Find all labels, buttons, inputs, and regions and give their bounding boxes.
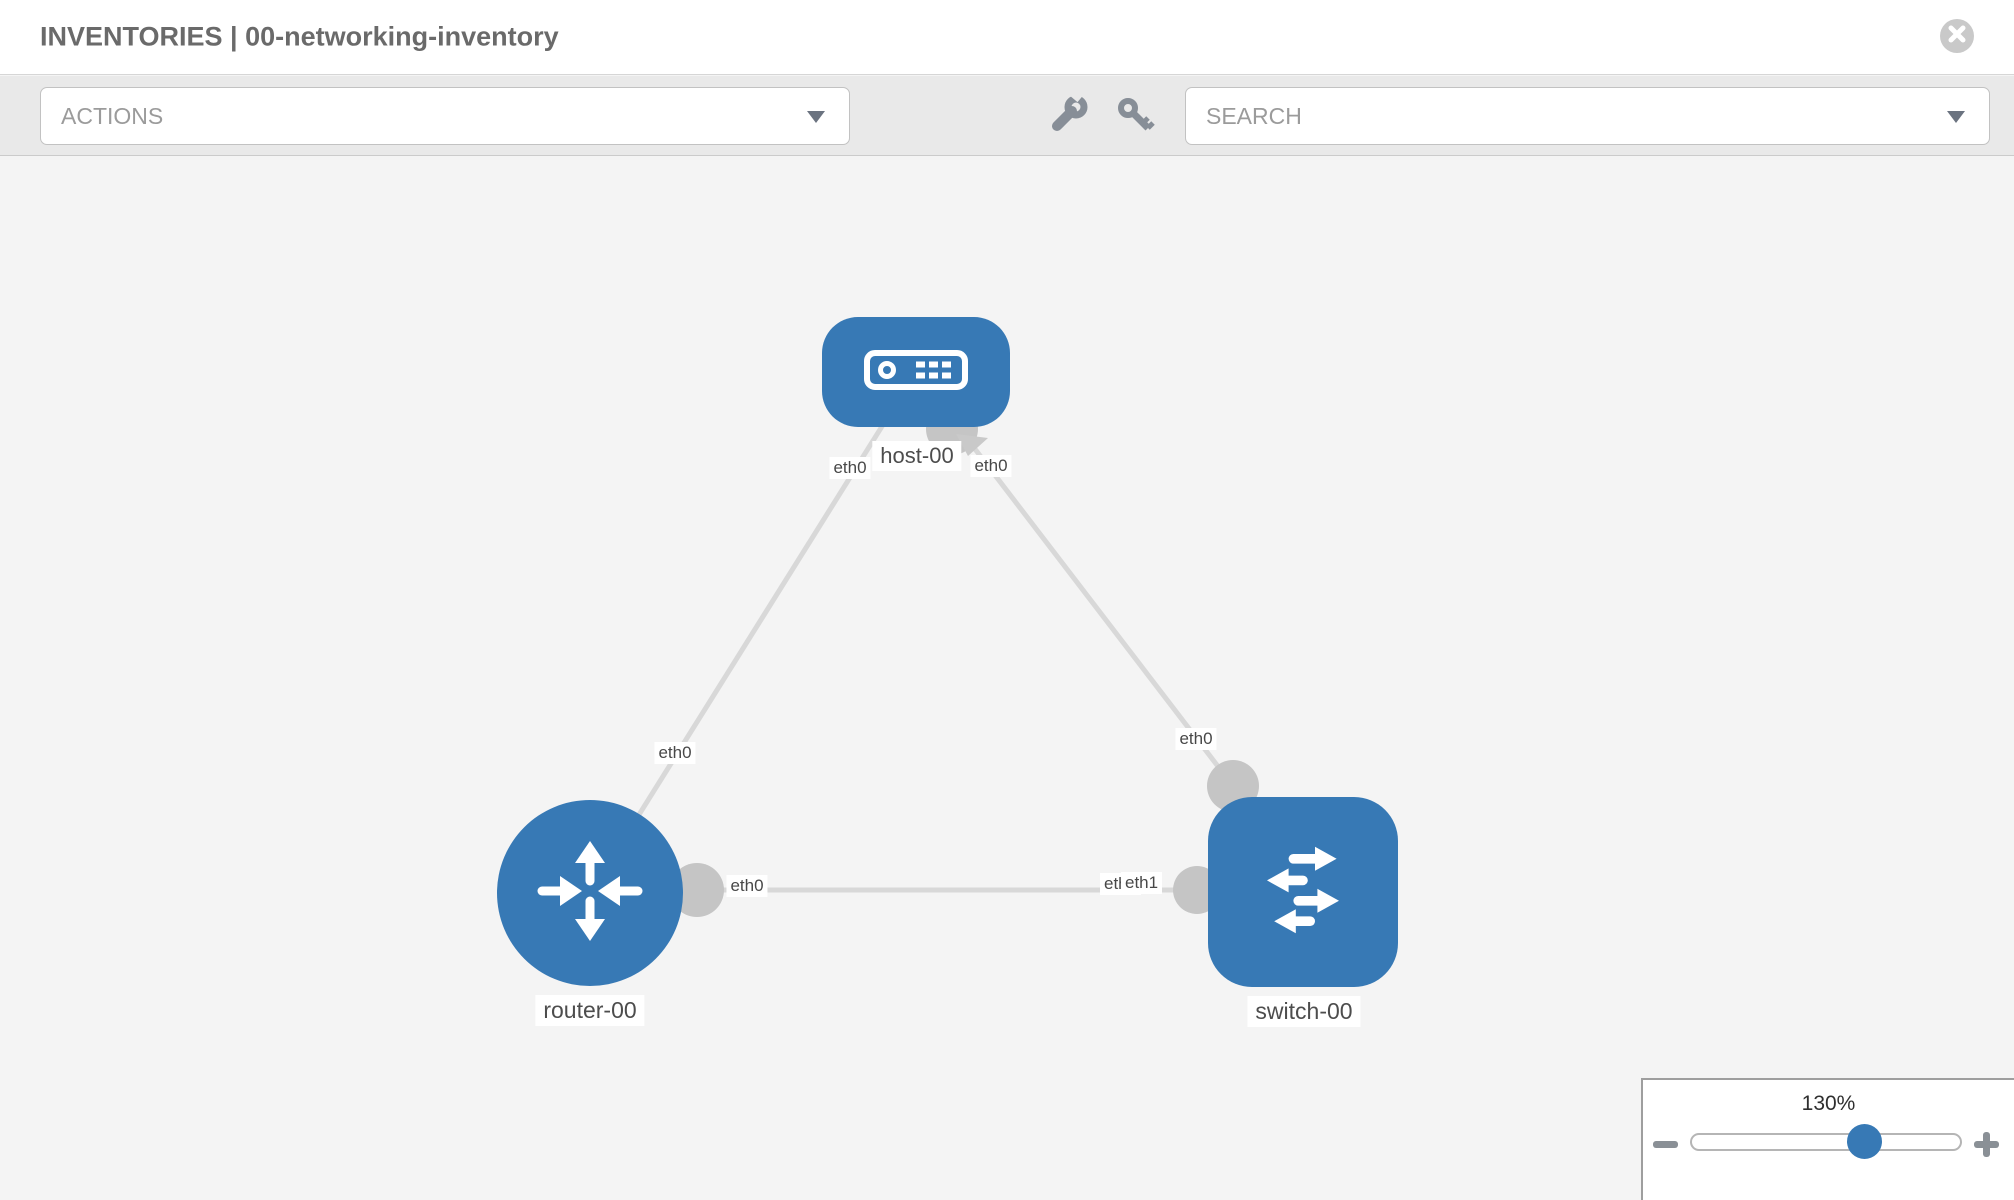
router-icon bbox=[530, 831, 650, 956]
search-dropdown[interactable]: SEARCH bbox=[1185, 87, 1990, 145]
interface-label-eth0: eth0 bbox=[654, 742, 696, 764]
search-dropdown-label: SEARCH bbox=[1206, 102, 1302, 129]
close-icon bbox=[1940, 17, 1974, 56]
switch-icon bbox=[1243, 830, 1363, 955]
interface-label-eth0: eth0 bbox=[1175, 728, 1217, 750]
connector-router-right bbox=[670, 863, 724, 917]
node-label-host-00: host-00 bbox=[872, 441, 962, 471]
zoom-level: 130% bbox=[1801, 1092, 1856, 1115]
chevron-down-icon bbox=[807, 111, 825, 123]
toolbar: ACTIONS SEARCH bbox=[0, 76, 2014, 156]
interface-label-eth0: eth0 bbox=[829, 457, 871, 479]
chevron-down-icon bbox=[1947, 111, 1965, 123]
interface-label-eth1: eth1 bbox=[1121, 872, 1163, 894]
key-icon[interactable] bbox=[1112, 92, 1158, 138]
node-switch-00[interactable] bbox=[1208, 797, 1398, 987]
zoom-panel: 130% bbox=[1641, 1078, 2014, 1200]
actions-dropdown[interactable]: ACTIONS bbox=[40, 87, 850, 145]
topology-canvas[interactable]: host-00 router-00 switch-00 eth0 eth0 et… bbox=[0, 157, 2014, 1200]
title-bar: INVENTORIES | 00-networking-inventory bbox=[0, 0, 2014, 75]
page-title: INVENTORIES | 00-networking-inventory bbox=[40, 21, 559, 52]
zoom-in-button[interactable] bbox=[1974, 1132, 1999, 1157]
node-label-router-00: router-00 bbox=[535, 995, 645, 1026]
server-icon bbox=[864, 349, 968, 395]
actions-dropdown-label: ACTIONS bbox=[61, 102, 164, 129]
close-button[interactable] bbox=[1940, 19, 1974, 53]
interface-label-eth0: eth0 bbox=[970, 455, 1012, 477]
node-host-00[interactable] bbox=[822, 317, 1010, 427]
zoom-slider[interactable] bbox=[1690, 1124, 1962, 1159]
zoom-out-button[interactable] bbox=[1653, 1141, 1678, 1148]
interface-label-eth0: eth0 bbox=[726, 875, 768, 897]
node-router-00[interactable] bbox=[497, 800, 683, 986]
wrench-icon[interactable] bbox=[1046, 85, 1092, 138]
topology-links bbox=[587, 370, 1303, 917]
link-arrowhead bbox=[956, 434, 988, 456]
node-label-switch-00: switch-00 bbox=[1247, 996, 1361, 1027]
zoom-slider-thumb[interactable] bbox=[1847, 1124, 1882, 1159]
